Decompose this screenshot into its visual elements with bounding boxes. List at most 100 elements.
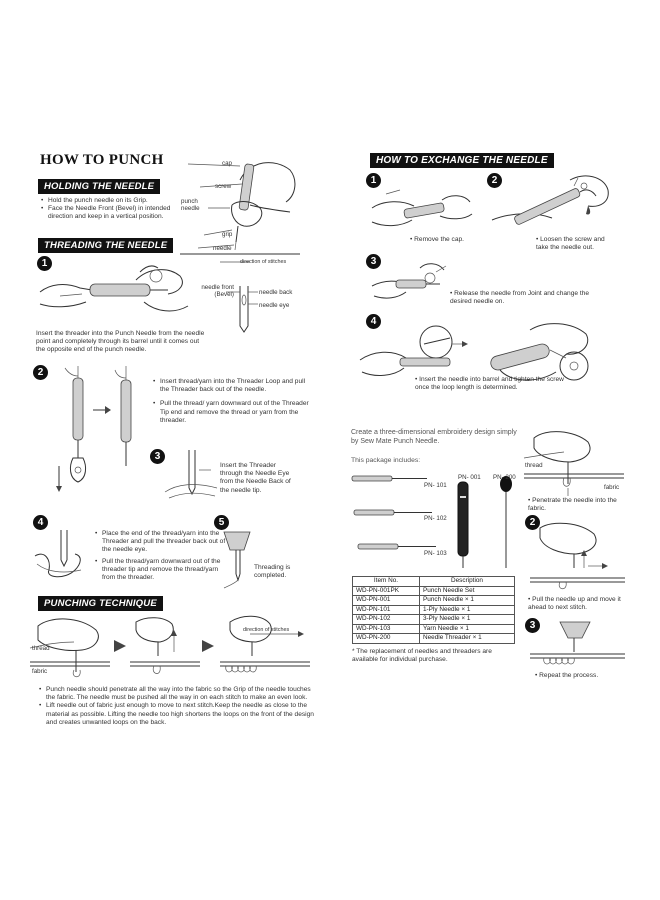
- pn101-label: PN- 101: [424, 482, 447, 489]
- exchange-step4-label: Insert the needle into barrel and tighte…: [415, 376, 564, 392]
- holding-heading: HOLDING THE NEEDLE: [38, 179, 161, 194]
- hand-holding-needle-illustration: [180, 162, 300, 263]
- holding-bullets: Hold the punch needle on its Grip. Face …: [40, 197, 183, 222]
- table-header: Item No.: [352, 576, 420, 587]
- threader-through-eye-illustration: [164, 450, 218, 499]
- screw-label: screw: [215, 183, 232, 190]
- page-title: HOW TO PUNCH: [40, 152, 164, 168]
- direction-of-stitches-label: direction of stitches: [240, 259, 287, 265]
- package-intro: Create a three-dimensional embroidery de…: [351, 429, 517, 445]
- threader-insert-illustration: [39, 265, 189, 312]
- side-thread-label: thread: [525, 462, 543, 469]
- exchange-heading: HOW TO EXCHANGE THE NEEDLE: [370, 153, 554, 168]
- release-needle-illustration: [371, 263, 447, 299]
- needles-set-illustration: [351, 475, 512, 568]
- side-step2-text: • Pull the needle up and move it ahead t…: [528, 596, 621, 612]
- holding-bullet: Face the Needle Front (Bevel) in intende…: [41, 205, 183, 221]
- table-cell: Punch Needle × 1: [419, 595, 515, 606]
- side-step-number-3: 3: [525, 618, 540, 633]
- step-number-4: 4: [33, 515, 48, 530]
- side-step3-label: Repeat the process.: [539, 672, 599, 679]
- table-header: Description: [419, 576, 515, 587]
- table-cell: Punch Needle Set: [419, 585, 515, 596]
- table-cell: WD-PN-001: [352, 595, 420, 606]
- thread-label: thread: [32, 645, 50, 652]
- exchange-step-number-1: 1: [366, 173, 381, 188]
- exchange-step-number-2: 2: [487, 173, 502, 188]
- step4-bullet: Place the end of the thread/yarn into th…: [95, 530, 227, 555]
- table-cell: 3-Ply Needle × 1: [419, 614, 515, 625]
- punching-direction-label: direction of stitches: [243, 627, 290, 633]
- pn102-label: PN- 102: [424, 515, 447, 522]
- threader-loop-illustration: [56, 366, 132, 492]
- remove-cap-illustration: [371, 189, 473, 227]
- fabric-label: fabric: [32, 668, 48, 675]
- exchange-step3-text: • Release the needle from Joint and chan…: [450, 290, 590, 306]
- needle-tip-diagram: [226, 286, 258, 333]
- step-number-2: 2: [33, 365, 48, 380]
- step1-text: Insert the threader into the Punch Needl…: [36, 330, 205, 354]
- exchange-step4-text: • Insert the needle into barrel and tigh…: [415, 376, 564, 392]
- step-number-1: 1: [37, 256, 52, 271]
- thread-into-threader-illustration: [34, 530, 82, 578]
- pn200-label: PN- 200: [493, 474, 516, 481]
- table-cell: WD-PN-102: [352, 614, 420, 625]
- exchange-step2-label: Loosen the screw and take the needle out…: [536, 236, 605, 252]
- table-cell: WD-PN-001PK: [352, 585, 420, 596]
- threading-heading: THREADING THE NEEDLE: [38, 238, 174, 253]
- repeat-process-illustration: [530, 621, 625, 665]
- needle-back-label: needle back: [259, 289, 293, 296]
- holding-bullet: Hold the punch needle on its Grip.: [41, 197, 183, 205]
- exchange-step1-text: • Remove the cap.: [410, 236, 464, 243]
- side-step-number-2: 2: [525, 515, 540, 530]
- side-step2-label: Pull the needle up and move it ahead to …: [528, 596, 621, 612]
- needle-label: needle: [213, 245, 232, 252]
- side-fabric-label: fabric: [604, 484, 620, 491]
- replacement-note-text: The replacement of needles and threaders…: [352, 648, 492, 664]
- exchange-step-number-4: 4: [366, 314, 381, 329]
- step5-text: Threading is completed.: [254, 564, 291, 580]
- table-cell: WD-PN-200: [352, 633, 420, 644]
- pull-needle-up-illustration: [530, 522, 625, 590]
- exchange-step1-label: Remove the cap.: [414, 236, 464, 243]
- exchange-step-number-3: 3: [366, 254, 381, 269]
- needle-eye-label: needle eye: [259, 302, 290, 309]
- side-step3-text: • Repeat the process.: [535, 672, 599, 679]
- penetrate-fabric-illustration: [523, 431, 624, 496]
- step3-text: Insert the Threader through the Needle E…: [220, 462, 291, 494]
- package-includes: This package includes:: [351, 457, 421, 464]
- exchange-step2-text: • Loosen the screw and take the needle o…: [536, 236, 605, 252]
- punching-bullet: Lift needle out of fabric just enough to…: [39, 702, 316, 727]
- table-header-row: Item No. Description: [352, 576, 515, 587]
- step2-bullet: Insert thread/yarn into the Threader Loo…: [153, 378, 310, 394]
- needle-front-label: needle front (Bevel): [201, 284, 234, 298]
- cap-label: cap: [222, 160, 232, 167]
- threading-completed-illustration: [223, 531, 251, 589]
- punching-bullets: Punch needle should penetrate all the wa…: [38, 686, 316, 727]
- table-cell: 1-Ply Needle × 1: [419, 604, 515, 615]
- punching-heading: PUNCHING TECHNIQUE: [38, 596, 163, 611]
- exchange-step3-label: Release the needle from Joint and change…: [450, 290, 590, 306]
- pn103-label: PN- 103: [424, 550, 447, 557]
- pn001-label: PN- 001: [458, 474, 481, 481]
- replacement-note: * The replacement of needles and threade…: [352, 648, 492, 664]
- step-number-5: 5: [214, 515, 229, 530]
- grip-label: grip: [222, 231, 233, 238]
- table-cell: Yarn Needle × 1: [419, 623, 515, 634]
- punching-technique-illustration: [29, 615, 310, 678]
- punching-bullet: Punch needle should penetrate all the wa…: [39, 686, 316, 702]
- table-cell: WD-PN-101: [352, 604, 420, 615]
- step4-bullet: Pull the thread/yarn downward out of the…: [95, 558, 227, 583]
- insert-needle-illustration: [359, 323, 589, 381]
- step2-bullet: Pull the thread/ yarn downward out of th…: [153, 400, 310, 425]
- punch-needle-label: punch needle: [181, 198, 200, 212]
- step-number-3: 3: [150, 449, 165, 464]
- table-cell: Needle Threader × 1: [419, 633, 515, 644]
- side-step1-label: Penetrate the needle into the fabric.: [528, 497, 617, 513]
